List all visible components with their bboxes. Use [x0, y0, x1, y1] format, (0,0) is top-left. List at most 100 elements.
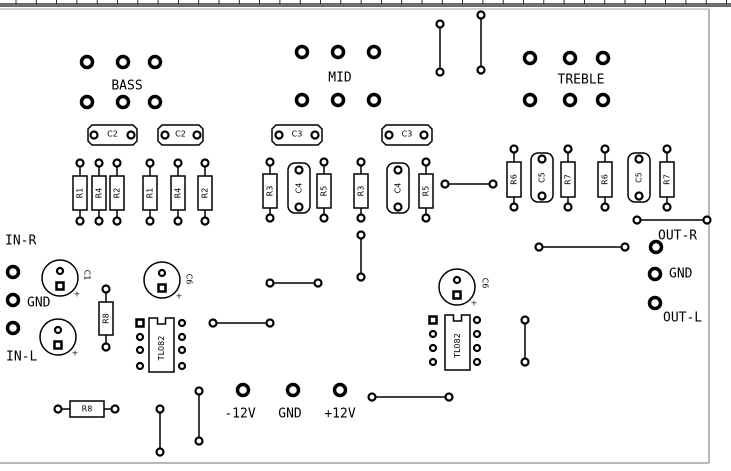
resistor-label: R6 [601, 174, 610, 185]
jumper-wire [520, 315, 530, 367]
pad [274, 130, 284, 140]
pad [115, 94, 131, 110]
potentiometer-label: MID [328, 71, 352, 86]
jumper-wire [208, 318, 275, 328]
pad [563, 144, 573, 154]
neg-12v-pad [235, 382, 251, 398]
pad [600, 202, 610, 212]
in-r-pad [5, 264, 21, 280]
resistor: R6 [506, 144, 522, 212]
pad [101, 342, 111, 352]
pad [145, 216, 155, 226]
pad [145, 158, 155, 168]
pad [5, 264, 21, 280]
resistor-label: R2 [113, 188, 122, 199]
pad [155, 404, 165, 414]
pad [135, 361, 145, 371]
resistor-label: R6 [510, 174, 519, 185]
pad [356, 230, 366, 240]
pad [367, 392, 377, 402]
potentiometer-label: BASS [111, 79, 142, 94]
pad [634, 154, 644, 164]
capacitor-label: C5 [635, 172, 644, 183]
label: + [72, 349, 79, 358]
pad [285, 382, 301, 398]
ceramic-capacitor: C3 [271, 124, 323, 146]
resistor-label: R4 [174, 188, 183, 199]
pad [265, 157, 275, 167]
pad [155, 447, 165, 457]
capacitor-label: C3 [402, 130, 413, 139]
pad [662, 144, 672, 154]
jumper-wire [435, 19, 445, 77]
pad [522, 92, 538, 108]
film-capacitor: C5 [627, 152, 651, 203]
out-r-label: OUT-R [658, 229, 697, 244]
pad [200, 216, 210, 226]
neg-12v-label: -12V [224, 407, 255, 422]
out-gnd-label: GND [669, 267, 693, 282]
pad [356, 272, 366, 282]
pad [208, 318, 218, 328]
capacitor-label: C6 [481, 278, 490, 289]
pad [75, 216, 85, 226]
label: + [176, 292, 183, 301]
resistor-label: R8 [82, 405, 93, 414]
pad [472, 357, 482, 367]
jumper-wire [476, 10, 486, 75]
pad [177, 318, 187, 328]
pad [79, 94, 95, 110]
pad [600, 144, 610, 154]
pos-12v-label: +12V [324, 407, 355, 422]
pad [177, 361, 187, 371]
pad [177, 332, 187, 342]
capacitor-label: C4 [394, 183, 403, 194]
resistor: R1 [72, 158, 88, 226]
ic-label: TL082 [453, 333, 462, 359]
pad [435, 67, 445, 77]
resistor-label: R3 [266, 186, 275, 197]
resistor: R7 [659, 144, 675, 212]
pad [476, 65, 486, 75]
in-l-pad [5, 320, 21, 336]
pad [94, 216, 104, 226]
pad [265, 213, 275, 223]
pos-12v-pad [332, 382, 348, 398]
pad [110, 404, 120, 414]
pad [194, 386, 204, 396]
resistor-label: R5 [320, 186, 329, 197]
jumper-wire [632, 215, 712, 225]
capacitor-label: C5 [538, 172, 547, 183]
pad [444, 392, 454, 402]
pad [421, 213, 431, 223]
square-pad [157, 283, 167, 293]
pad [294, 202, 304, 212]
pad [147, 54, 163, 70]
resistor-label: R2 [201, 188, 210, 199]
electrolytic-capacitor: +C6 [143, 261, 194, 301]
pad [147, 94, 163, 110]
electrolytic-capacitor: +C1 [41, 259, 92, 299]
pad [452, 275, 462, 285]
pad [620, 242, 630, 252]
out-r-pad [648, 239, 664, 255]
pad [520, 315, 530, 325]
jumper-wire [265, 278, 323, 288]
pad [472, 329, 482, 339]
pad [472, 315, 482, 325]
square-pad [135, 318, 145, 328]
pad [393, 202, 403, 212]
resistor: R3 [353, 157, 369, 223]
film-capacitor: C5 [530, 152, 554, 203]
in-r-label: IN-R [5, 234, 36, 249]
pad [89, 130, 99, 140]
pad [419, 130, 429, 140]
out-l-label: OUT-L [663, 311, 702, 326]
potentiometer: TREBLE [522, 50, 611, 108]
gnd-label: GND [278, 407, 302, 422]
pad [265, 278, 275, 288]
pad [702, 215, 712, 225]
pad [112, 158, 122, 168]
pad [310, 130, 320, 140]
resistor-label: R8 [102, 313, 111, 324]
